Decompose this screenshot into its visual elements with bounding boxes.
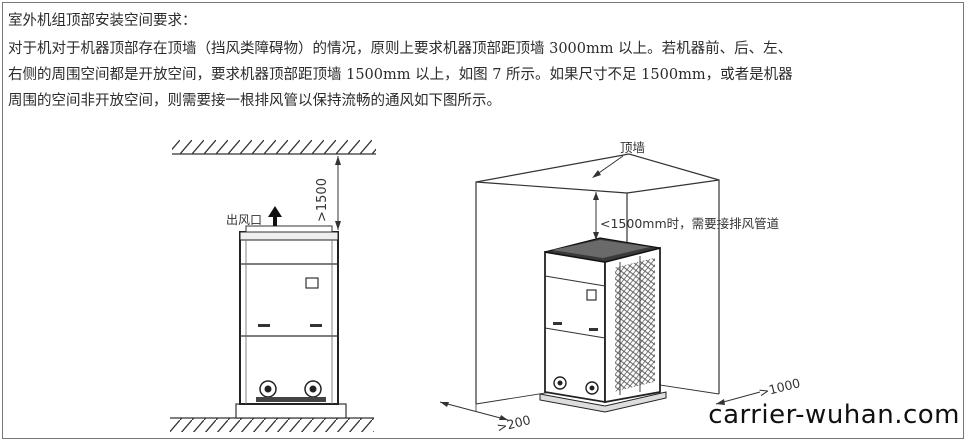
left-figure: 出风口 >1500 xyxy=(170,140,376,432)
unit-base xyxy=(235,403,347,419)
section-heading: 室外机组顶部安装空间要求： xyxy=(8,13,197,29)
ceiling-leader xyxy=(592,155,624,178)
outdoor-unit-front xyxy=(239,225,339,405)
paragraph-line-3: 周围的空间非开放空间，则需要接一根排风管以保持流畅的通风如下图所示。 xyxy=(8,93,501,109)
outlet-arrow-icon xyxy=(268,206,282,226)
paragraph-line-2: 右侧的周围空间都是开放空间，要求机器顶部距顶墙 1500mm 以上，如图 7 所… xyxy=(8,67,793,83)
gap-dimension-line xyxy=(335,156,341,230)
site-watermark: carrier-wuhan.com xyxy=(708,400,960,430)
floor-hatch xyxy=(170,417,374,432)
pipe-gap-arrow xyxy=(593,192,599,240)
paragraph-line-1: 对于机对于机器顶部存在顶墙（挡风类障碍物）的情况，原则上要求机器顶部距顶墙 30… xyxy=(8,41,793,57)
gap-dimension-label: >1500 xyxy=(315,178,330,222)
right-figure: 顶墙 <1500mm时，需要接排风管道 xyxy=(439,140,802,435)
ceiling-label: 顶墙 xyxy=(620,140,645,155)
pipe-note-label: <1500mm时，需要接排风管道 xyxy=(600,216,780,231)
outdoor-unit-3d xyxy=(539,237,667,413)
side-clearance-dimension xyxy=(715,391,761,405)
ceiling-hatch xyxy=(172,140,376,155)
side-clearance-label: >1000 xyxy=(757,375,802,400)
front-clearance-dimension xyxy=(439,401,509,421)
front-clearance-label: >200 xyxy=(495,412,532,435)
outlet-label: 出风口 xyxy=(226,213,262,227)
